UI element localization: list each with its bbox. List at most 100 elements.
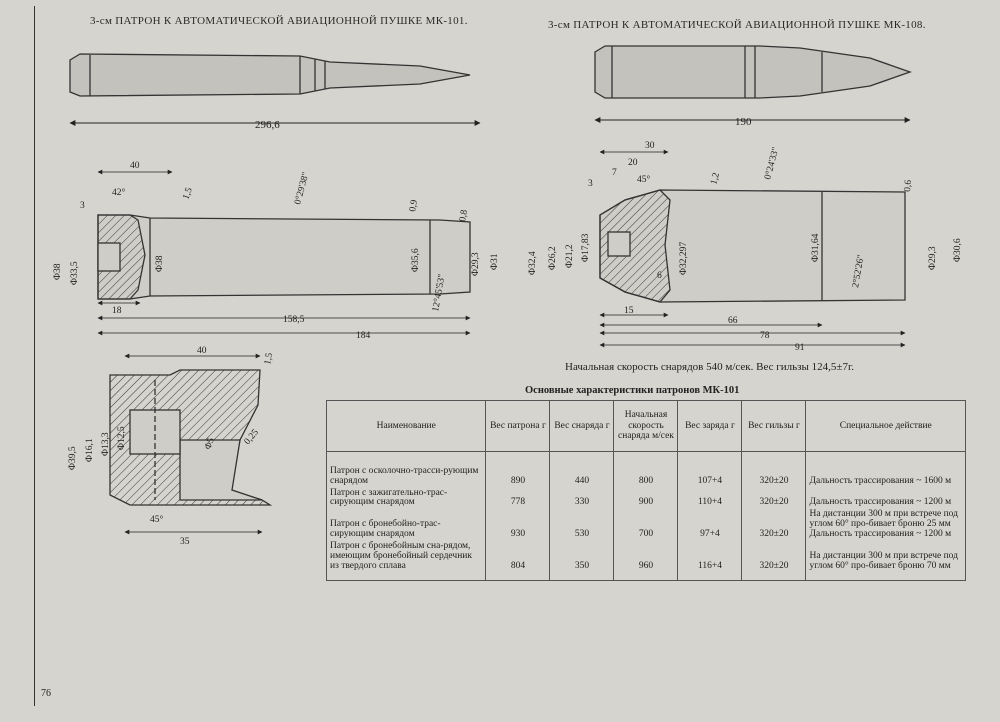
detail-dia-5: Φ5	[203, 436, 216, 451]
mk108-dia-32-297: Φ32,297	[679, 242, 689, 275]
mk108-dia-26-2: Φ26,2	[548, 246, 558, 270]
page-frame-line	[34, 6, 991, 706]
mk108-dim-91: 91	[795, 343, 805, 353]
detail-dim-40: 40	[197, 346, 207, 356]
table-row: Патрон с бронебойным сна-рядом, имеющим …	[325, 541, 966, 582]
mk108-dia-32-4: Φ32,4	[528, 251, 538, 275]
header-case-weight: Вес гильзы г	[741, 400, 807, 452]
mk101-dia-38: Φ38	[53, 263, 63, 280]
mk108-dim-30: 30	[645, 141, 655, 151]
mk108-dim-20: 20	[628, 158, 638, 168]
page-number: 76	[41, 688, 51, 699]
table-title: Основные характеристики патронов МК-101	[525, 385, 740, 396]
mk101-angle-42: 42°	[112, 187, 126, 198]
table-row: Патрон с осколочно-трасси-рующим снарядо…	[325, 451, 966, 488]
row-projectile-weight: 330	[549, 487, 615, 510]
row-charge-weight: 107+4	[677, 451, 743, 488]
row-velocity: 900	[613, 487, 679, 510]
mk101-dia-38-inner: Φ38	[155, 255, 165, 272]
header-name: Наименование	[325, 400, 487, 452]
mk101-dim-3: 3	[80, 201, 85, 211]
row-special-effect: На дистанции 300 м при встрече под углом…	[805, 509, 966, 542]
row-special-effect: Дальность трассирования ~ 1200 м	[805, 487, 966, 510]
table-row: Патрон с зажигательно-трас-сирующим снар…	[325, 487, 966, 510]
header-velocity: Начальная скорость снаряда м/сек	[613, 400, 679, 452]
mk101-dia-35-6: Φ35,6	[411, 248, 421, 272]
mk108-overall-dimension: 190	[594, 116, 911, 128]
row-name: Патрон с бронебойным сна-рядом, имеющим …	[325, 541, 487, 582]
mk108-dim-15: 15	[624, 306, 634, 316]
mk101-dim-1-5: 1,5	[181, 186, 195, 201]
row-projectile-weight: 440	[549, 451, 615, 488]
mk108-dim-78: 78	[760, 331, 770, 341]
table-row: Патрон с бронебойно-трас-сирующим снаряд…	[325, 509, 966, 542]
row-velocity: 960	[613, 541, 679, 582]
detail-dia-16-1: Φ16,1	[85, 438, 95, 462]
row-cartridge-weight: 778	[485, 487, 551, 510]
characteristics-table: Наименование Вес патрона г Вес снаряда г…	[325, 400, 966, 582]
detail-dia-13-3: Φ13,3	[101, 432, 111, 456]
mk101-dim-0-8: 0,8	[458, 209, 470, 223]
mk101-taper-angle: 0°29'38"	[292, 171, 311, 206]
row-special-effect: На дистанции 300 м при встрече под углом…	[805, 541, 966, 582]
row-case-weight: 320±20	[741, 509, 807, 542]
mk101-overall-length-label: 296,6	[255, 119, 280, 131]
mk101-title: 3-см ПАТРОН К АВТОМАТИЧЕСКОЙ АВИАЦИОННОЙ…	[90, 15, 468, 27]
row-charge-weight: 97+4	[677, 509, 743, 542]
row-projectile-weight: 350	[549, 541, 615, 582]
mk108-cartridge-profile	[594, 45, 912, 99]
mk108-dia-29-3: Φ29,3	[928, 246, 938, 270]
mk108-dia-17-83: Φ17,83	[581, 233, 591, 262]
mk108-dim-3: 3	[588, 179, 593, 189]
mk108-angle-45: 45°	[637, 174, 651, 185]
mk108-dim-0-6: 0,6	[903, 179, 914, 192]
header-projectile-weight: Вес снаряда г	[549, 400, 615, 452]
row-name: Патрон с осколочно-трасси-рующим снарядо…	[325, 451, 487, 488]
mk101-dia-29-3: Φ29,3	[471, 252, 481, 276]
detail-dim-1-5: 1,5	[263, 352, 275, 366]
mk101-dim-158-5: 158,5	[283, 315, 305, 325]
mk108-overall-length-label: 190	[735, 116, 752, 128]
row-charge-weight: 110+4	[677, 487, 743, 510]
header-cartridge-weight: Вес патрона г	[485, 400, 551, 452]
mk101-overall-dimension: 296,6	[69, 119, 481, 131]
row-case-weight: 320±20	[741, 451, 807, 488]
mk101-dim-40: 40	[130, 161, 140, 171]
mk108-taper-angle: 0°24'33"	[762, 146, 781, 181]
row-case-weight: 320±20	[741, 487, 807, 510]
row-cartridge-weight: 804	[485, 541, 551, 582]
mk101-dim-0-9: 0,9	[408, 199, 420, 213]
mk101-dia-33-5: Φ33,5	[70, 261, 80, 285]
row-projectile-weight: 530	[549, 509, 615, 542]
row-name: Патрон с бронебойно-трас-сирующим снаряд…	[325, 509, 487, 542]
detail-dia-39-5: Φ39,5	[68, 446, 78, 470]
mk108-dia-21-2: Φ21,2	[565, 244, 575, 268]
mk101-dia-31: Φ31	[490, 253, 500, 270]
row-velocity: 700	[613, 509, 679, 542]
detail-dia-12-5: Φ12,5	[117, 426, 127, 450]
velocity-caption: Начальная скорость снарядов 540 м/сек. В…	[565, 361, 854, 373]
mk108-case-section	[599, 189, 906, 303]
mk108-dim-6: 6	[657, 271, 662, 281]
row-charge-weight: 116+4	[677, 541, 743, 582]
header-charge-weight: Вес заряда г	[677, 400, 743, 452]
mk108-dim-1-2: 1,2	[709, 171, 722, 185]
mk108-title: 3-см ПАТРОН К АВТОМАТИЧЕСКОЙ АВИАЦИОННОЙ…	[548, 19, 926, 31]
mk108-dia-30-6: Φ30,6	[953, 238, 963, 262]
detail-dim-35: 35	[180, 537, 190, 547]
mk101-dim-184: 184	[356, 331, 371, 341]
row-cartridge-weight: 930	[485, 509, 551, 542]
row-case-weight: 320±20	[741, 541, 807, 582]
row-velocity: 800	[613, 451, 679, 488]
row-name: Патрон с зажигательно-трас-сирующим снар…	[325, 487, 487, 510]
case-head-detail-section	[109, 369, 273, 506]
detail-angle-45: 45°	[150, 514, 164, 525]
row-cartridge-weight: 890	[485, 451, 551, 488]
mk108-dia-31-64: Φ31,64	[811, 233, 821, 262]
table-header-row: Наименование Вес патрона г Вес снаряда г…	[325, 400, 966, 452]
mk101-case-section	[97, 214, 471, 300]
mk101-cartridge-profile	[69, 53, 471, 97]
row-special-effect: Дальность трассирования ~ 1600 м	[805, 451, 966, 488]
